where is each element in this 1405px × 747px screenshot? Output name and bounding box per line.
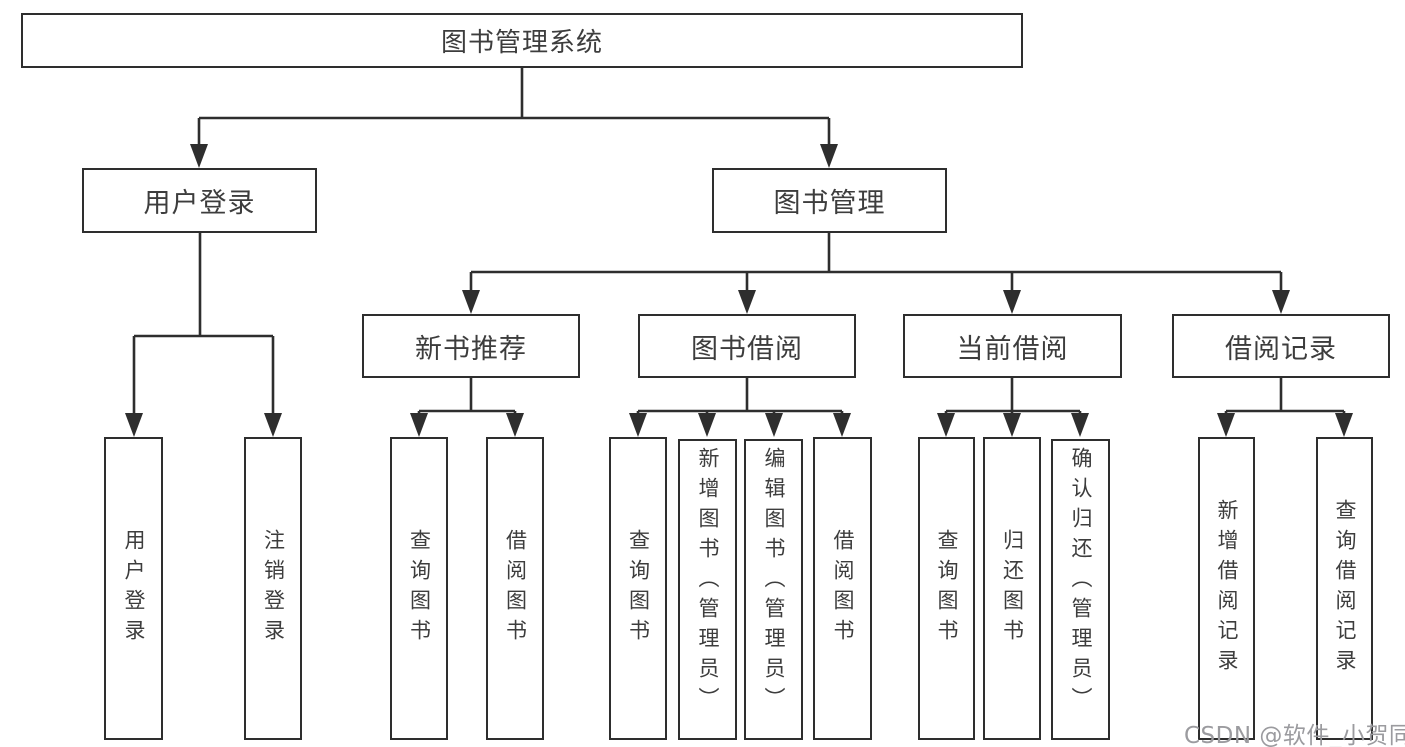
leaf-logout: 注销登录	[244, 437, 302, 740]
leaf-borrow-books-recommend: 借阅图书	[486, 437, 544, 740]
leaf-add-book-admin: 新增图书（管理员）	[678, 439, 737, 740]
leaf-return-books: 归还图书	[983, 437, 1041, 740]
csdn-watermark: CSDN @软件_小贺同学	[1184, 716, 1405, 747]
leaf-query-books-recommend: 查询图书	[390, 437, 448, 740]
node-borrow-records: 借阅记录	[1172, 314, 1390, 378]
node-book-borrowing: 图书借阅	[638, 314, 856, 378]
node-library-management-system: 图书管理系统	[21, 13, 1023, 68]
leaf-borrow-books-borrowing: 借阅图书	[813, 437, 872, 740]
leaf-user-login: 用户登录	[104, 437, 163, 740]
node-book-management: 图书管理	[712, 168, 947, 233]
leaf-query-borrow-record: 查询借阅记录	[1316, 437, 1373, 740]
node-current-borrowing: 当前借阅	[903, 314, 1122, 378]
watermark-text: CSDN @软件_小贺同	[1184, 723, 1405, 747]
leaf-query-books-current: 查询图书	[918, 437, 975, 740]
node-new-book-recommend: 新书推荐	[362, 314, 580, 378]
leaf-add-borrow-record: 新增借阅记录	[1198, 437, 1255, 740]
leaf-confirm-return-admin: 确认归还（管理员）	[1051, 439, 1110, 740]
node-user-login: 用户登录	[82, 168, 317, 233]
leaf-query-books-borrowing: 查询图书	[609, 437, 667, 740]
leaf-edit-book-admin: 编辑图书（管理员）	[744, 439, 803, 740]
